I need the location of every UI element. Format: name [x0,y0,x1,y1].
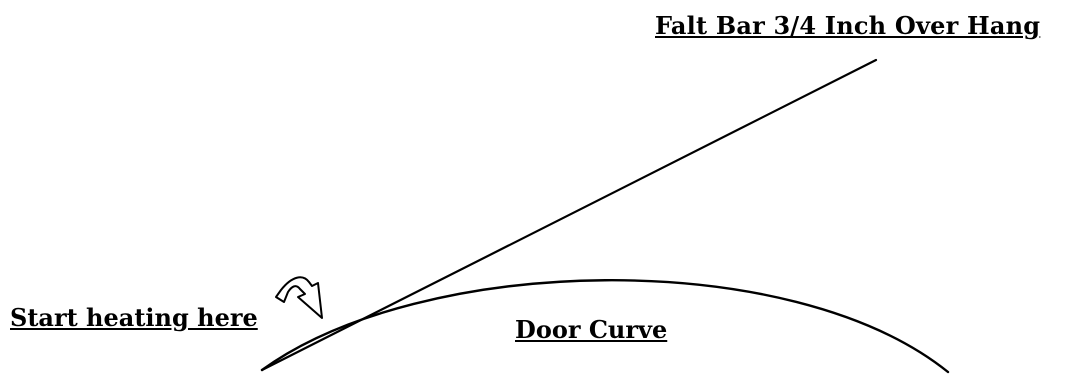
door-curve-label: Door Curve [515,315,668,344]
start-heating-label: Start heating here [10,303,258,332]
door-curve-line [260,279,950,374]
flat-bar-label: Falt Bar 3/4 Inch Over Hang [655,11,1041,40]
curved-down-arrow-icon [275,276,323,319]
